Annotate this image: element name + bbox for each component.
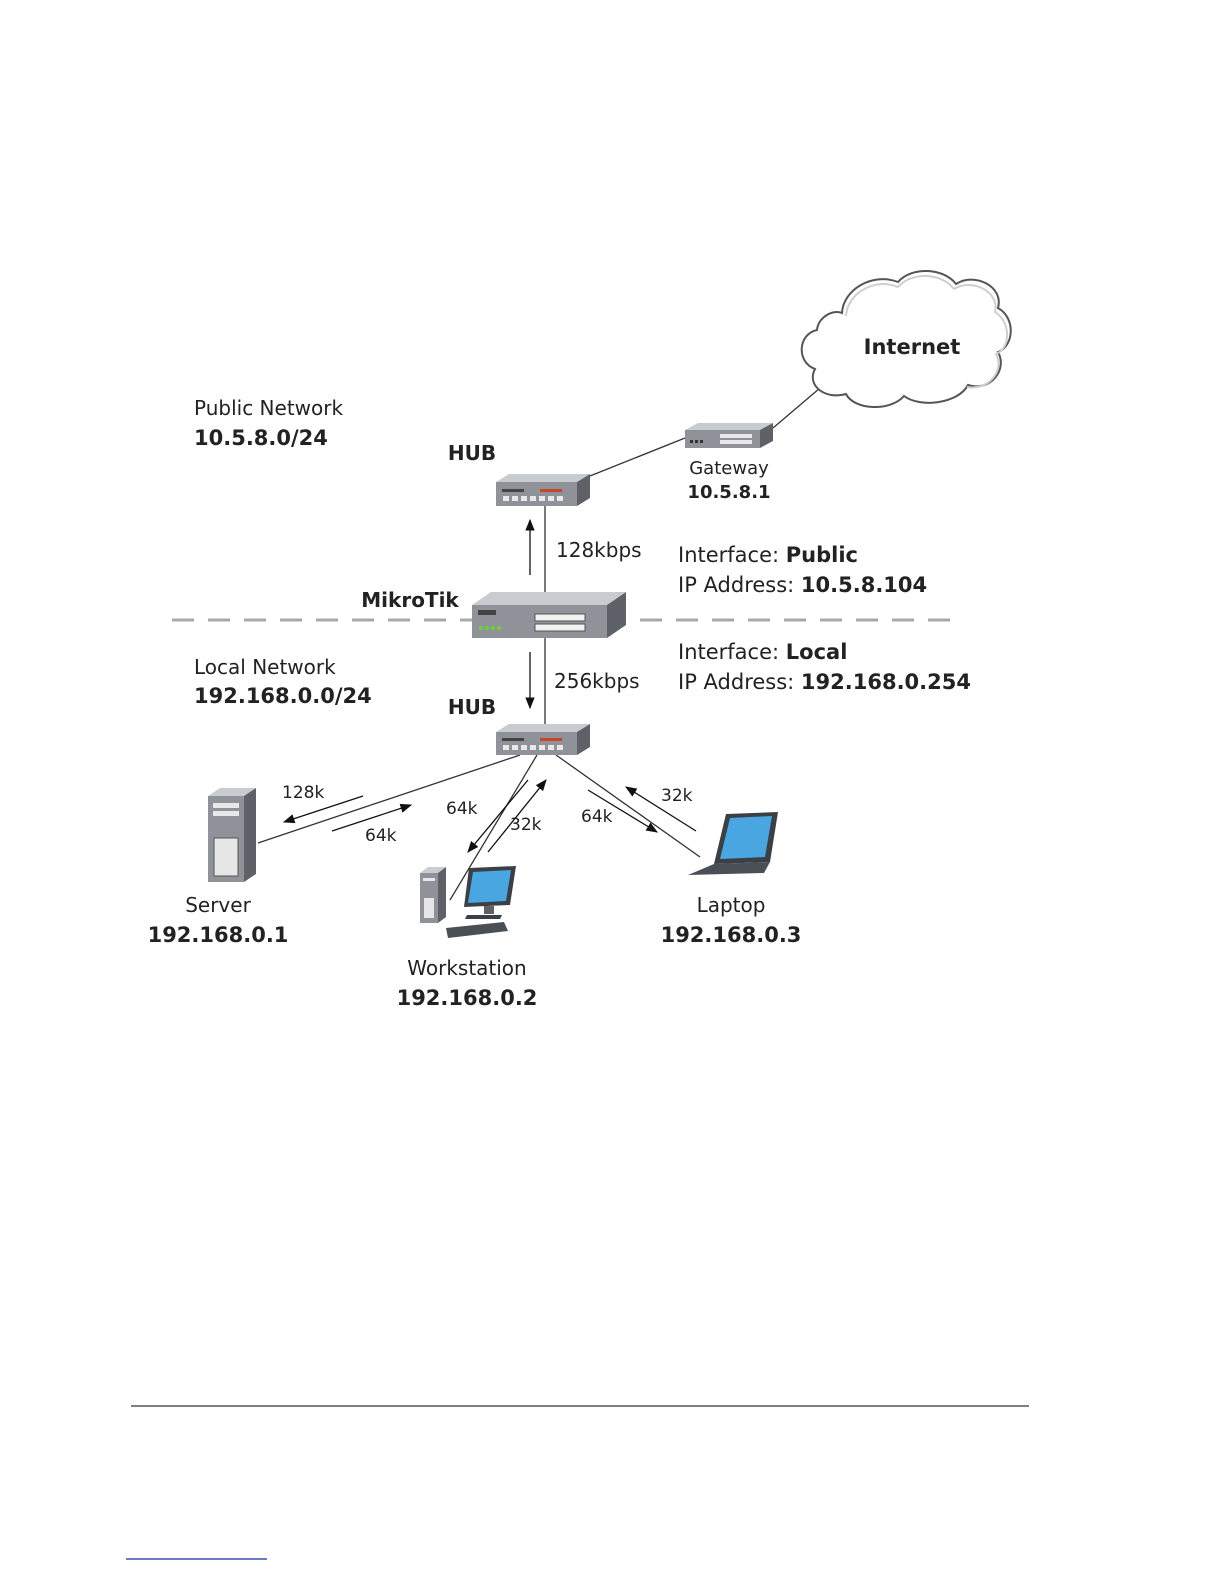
workstation-name: Workstation: [407, 956, 526, 980]
local-network-name: Local Network: [194, 655, 336, 679]
laptop-ip: 192.168.0.3: [661, 923, 802, 947]
laptop-icon: [688, 812, 778, 875]
workstation-ip: 192.168.0.2: [397, 986, 538, 1010]
local-ip-address: 192.168.0.254: [801, 670, 971, 694]
internet-label: Internet: [864, 335, 961, 359]
gateway-icon: [685, 423, 773, 448]
laptop-down-rate-label: 64k: [581, 807, 613, 827]
local-interface-name: Local: [786, 640, 848, 664]
link-cloud-gateway: [773, 388, 820, 428]
server-ip: 192.168.0.1: [148, 923, 289, 947]
public-network-subnet: 10.5.8.0/24: [194, 426, 328, 450]
gateway-name: Gateway: [689, 458, 769, 479]
local-ip-line: IP Address: 192.168.0.254: [678, 670, 971, 694]
server-icon: [208, 788, 256, 882]
workstation-down-rate-label: 64k: [446, 799, 478, 819]
public-ip-address: 10.5.8.104: [801, 573, 927, 597]
public-ip-line: IP Address: 10.5.8.104: [678, 573, 927, 597]
hub-top-label: HUB: [448, 441, 496, 465]
link-hub-laptop: [556, 755, 700, 857]
local-interface-line: Interface: Local: [678, 640, 847, 664]
downlink-rate-label: 256kbps: [554, 669, 640, 693]
server-up-rate-label: 128k: [282, 783, 324, 803]
public-interface-line: Interface: Public: [678, 543, 858, 567]
workstation-up-rate-label: 32k: [510, 815, 542, 835]
hub-bottom-icon: [496, 724, 590, 755]
mikrotik-router-icon: [472, 592, 626, 638]
server-down-rate-label: 64k: [365, 826, 397, 846]
gateway-ip: 10.5.8.1: [687, 482, 770, 503]
server-name: Server: [185, 893, 251, 917]
link-gateway-hub: [590, 438, 685, 476]
router-label: MikroTik: [361, 588, 459, 612]
laptop-up-rate-label: 32k: [661, 786, 693, 806]
local-interface-prefix: Interface:: [678, 640, 786, 664]
local-ip-prefix: IP Address:: [678, 670, 801, 694]
public-interface-name: Public: [786, 543, 858, 567]
local-network-subnet: 192.168.0.0/24: [194, 684, 372, 708]
public-interface-prefix: Interface:: [678, 543, 786, 567]
public-ip-prefix: IP Address:: [678, 573, 801, 597]
public-network-name: Public Network: [194, 396, 343, 420]
laptop-name: Laptop: [697, 893, 766, 917]
workstation-icon: [420, 866, 516, 938]
hub-top-icon: [496, 474, 590, 506]
hub-bottom-label: HUB: [448, 695, 496, 719]
internet-cloud-icon: Internet: [802, 271, 1011, 407]
uplink-rate-label: 128kbps: [556, 538, 642, 562]
